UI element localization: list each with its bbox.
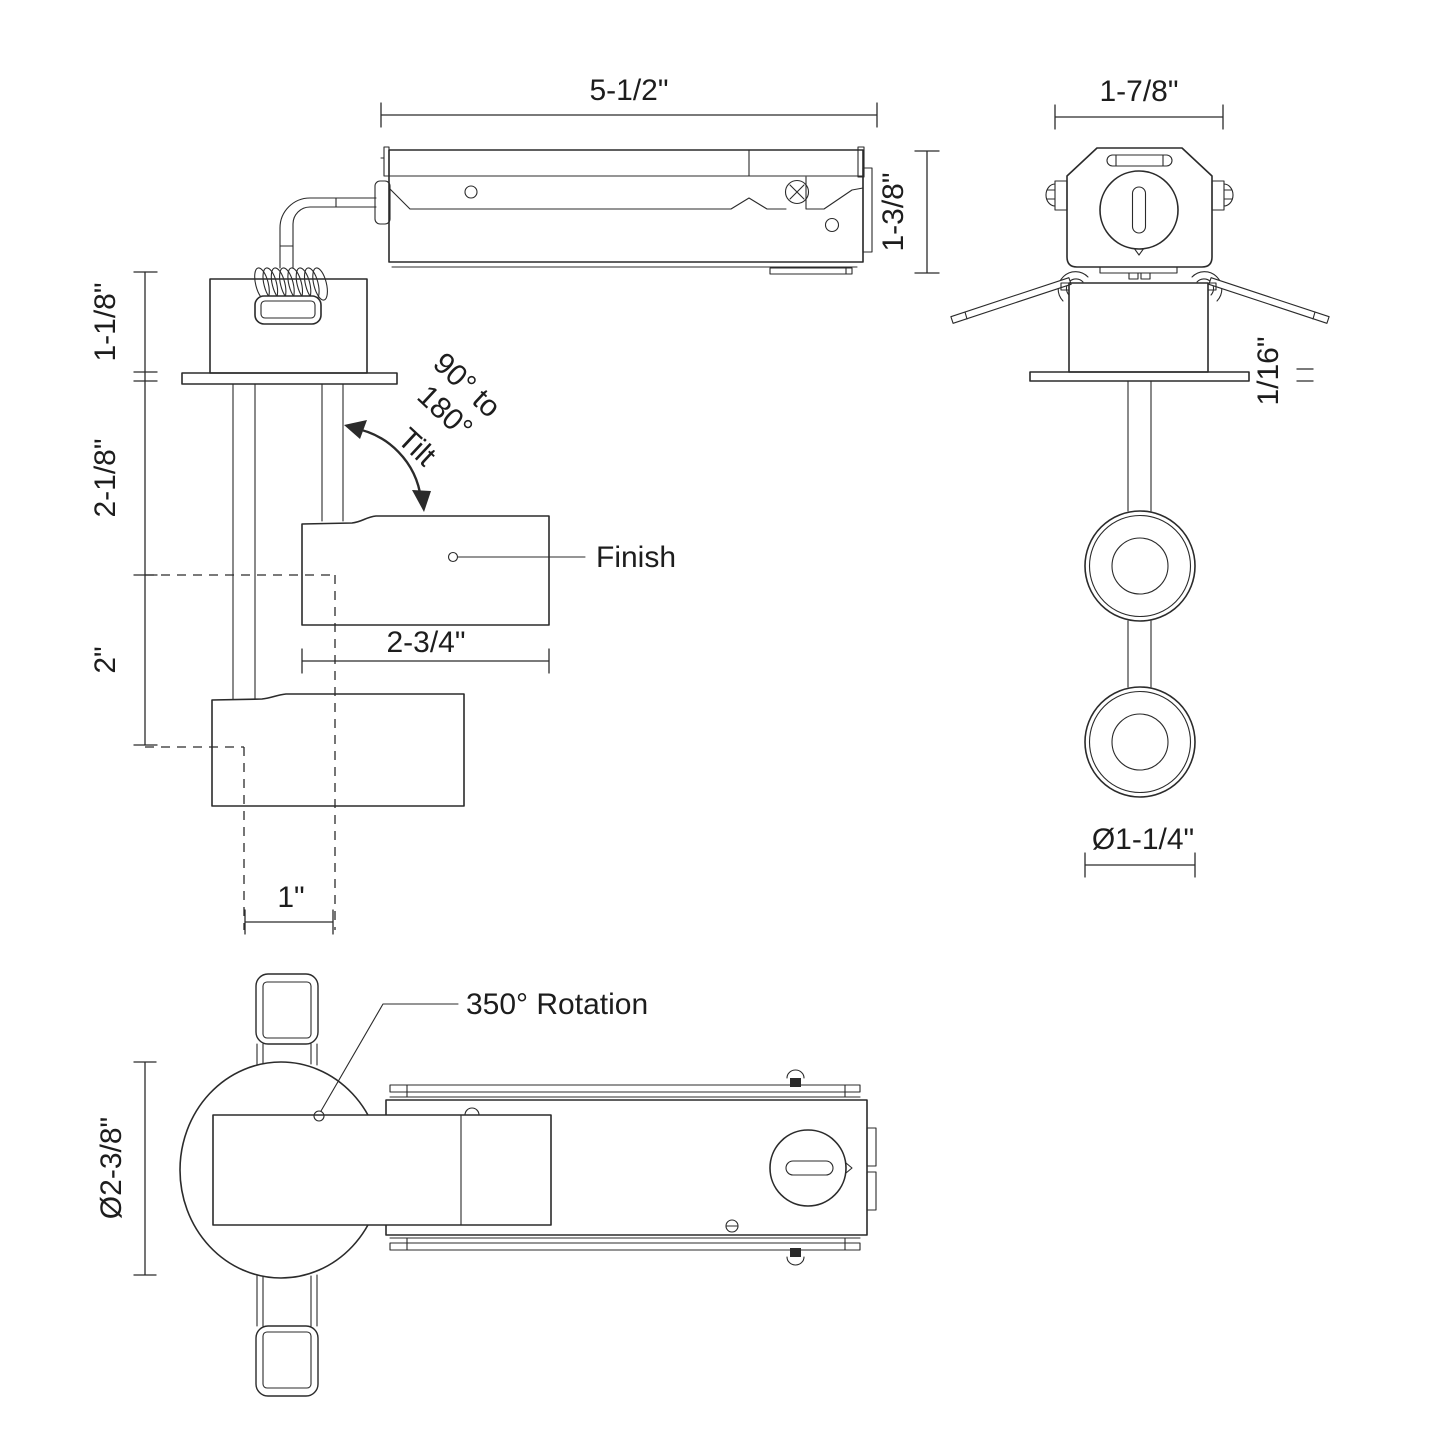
dim-housing-height: 1-3/8" xyxy=(877,172,910,251)
side-view: 1-1/8" 2-1/8" 2" 5-1/2" 1-3/8" 2-3/4" 1" xyxy=(89,74,940,935)
head-length-dimension: 2-3/4" xyxy=(301,626,550,674)
flex-conduit-elbow xyxy=(279,180,391,269)
dim-lower-drop: 2" xyxy=(89,646,122,673)
dim-head-length: 2-3/4" xyxy=(386,626,465,659)
tilt-word: Tilt xyxy=(391,422,442,473)
yoke-stems-side xyxy=(232,383,344,700)
beam-axis-dashed-lines xyxy=(145,574,336,930)
front-width-dimension: 1-7/8" xyxy=(1054,75,1224,130)
finish-label: Finish xyxy=(596,541,676,574)
lower-lamp-head-side xyxy=(211,693,465,807)
side-clamp-right xyxy=(1211,180,1234,211)
rail-screw-icon xyxy=(786,1248,805,1266)
dim-recess-height: 1-1/8" xyxy=(89,282,122,361)
dim-axis-offset: 1" xyxy=(277,881,304,914)
perforated-lens-icon xyxy=(1111,537,1169,595)
housing-height-dimension: 1-3/8" xyxy=(877,150,940,274)
conduit-coil xyxy=(254,267,328,325)
screw-hole-icon xyxy=(725,1219,739,1233)
driver-housing-side xyxy=(380,146,873,275)
upper-lamp-head-side xyxy=(301,515,550,626)
screw-hole-icon xyxy=(464,185,478,199)
knockout-icon xyxy=(769,1129,853,1207)
spring-clip-left xyxy=(950,271,1089,324)
arrowhead-icon xyxy=(412,490,431,512)
dim-upper-drop: 2-1/8" xyxy=(89,438,122,517)
plan-clip-bottom xyxy=(255,1274,319,1397)
recessed-can-side xyxy=(181,278,398,385)
rail-screw-icon xyxy=(786,1069,805,1087)
plan-clip-top xyxy=(255,973,319,1066)
stem-front xyxy=(1127,380,1152,688)
trim-diameter-dimension: Ø2-3/8" xyxy=(95,1061,157,1276)
rotation-label: 350° Rotation xyxy=(466,988,648,1021)
dim-front-width: 1-7/8" xyxy=(1099,75,1178,108)
phillips-screw-icon xyxy=(784,179,810,205)
tilt-annotation: 90° to 180° Tilt xyxy=(344,346,507,512)
junction-box-front xyxy=(1045,147,1234,280)
recessed-can-front xyxy=(1029,282,1250,382)
head-diameter-dimension: Ø1-1/4" xyxy=(1084,823,1196,878)
axis-offset-dimension: 1" xyxy=(244,881,334,935)
dim-overall-width: 5-1/2" xyxy=(589,74,668,107)
dim-trim-diameter: Ø2-3/8" xyxy=(95,1117,128,1219)
dim-head-diameter: Ø1-1/4" xyxy=(1092,823,1194,856)
plan-view: Ø2-3/8" 350° Rotation xyxy=(95,973,877,1397)
knockout-icon xyxy=(1099,170,1179,250)
arrowhead-icon xyxy=(344,420,367,439)
rotation-callout: 350° Rotation xyxy=(313,988,648,1122)
upper-lamp-head-front xyxy=(1084,510,1196,622)
perforated-lens-icon xyxy=(1111,713,1169,771)
front-view: 1-7/8" xyxy=(950,75,1330,878)
lamp-head-plan xyxy=(212,1107,552,1226)
dim-flange-thickness: 1/16" xyxy=(1252,336,1285,405)
screw-hole-icon xyxy=(824,217,840,233)
spring-clip-right xyxy=(1191,271,1330,324)
lower-lamp-head-front xyxy=(1084,686,1196,798)
side-clamp-left xyxy=(1045,180,1068,211)
overall-width-dimension: 5-1/2" xyxy=(380,74,878,128)
flange-thickness-dimension: 1/16" xyxy=(1252,336,1314,406)
left-dimension-chain: 1-1/8" 2-1/8" 2" xyxy=(89,271,158,746)
finish-callout: Finish xyxy=(447,541,676,574)
